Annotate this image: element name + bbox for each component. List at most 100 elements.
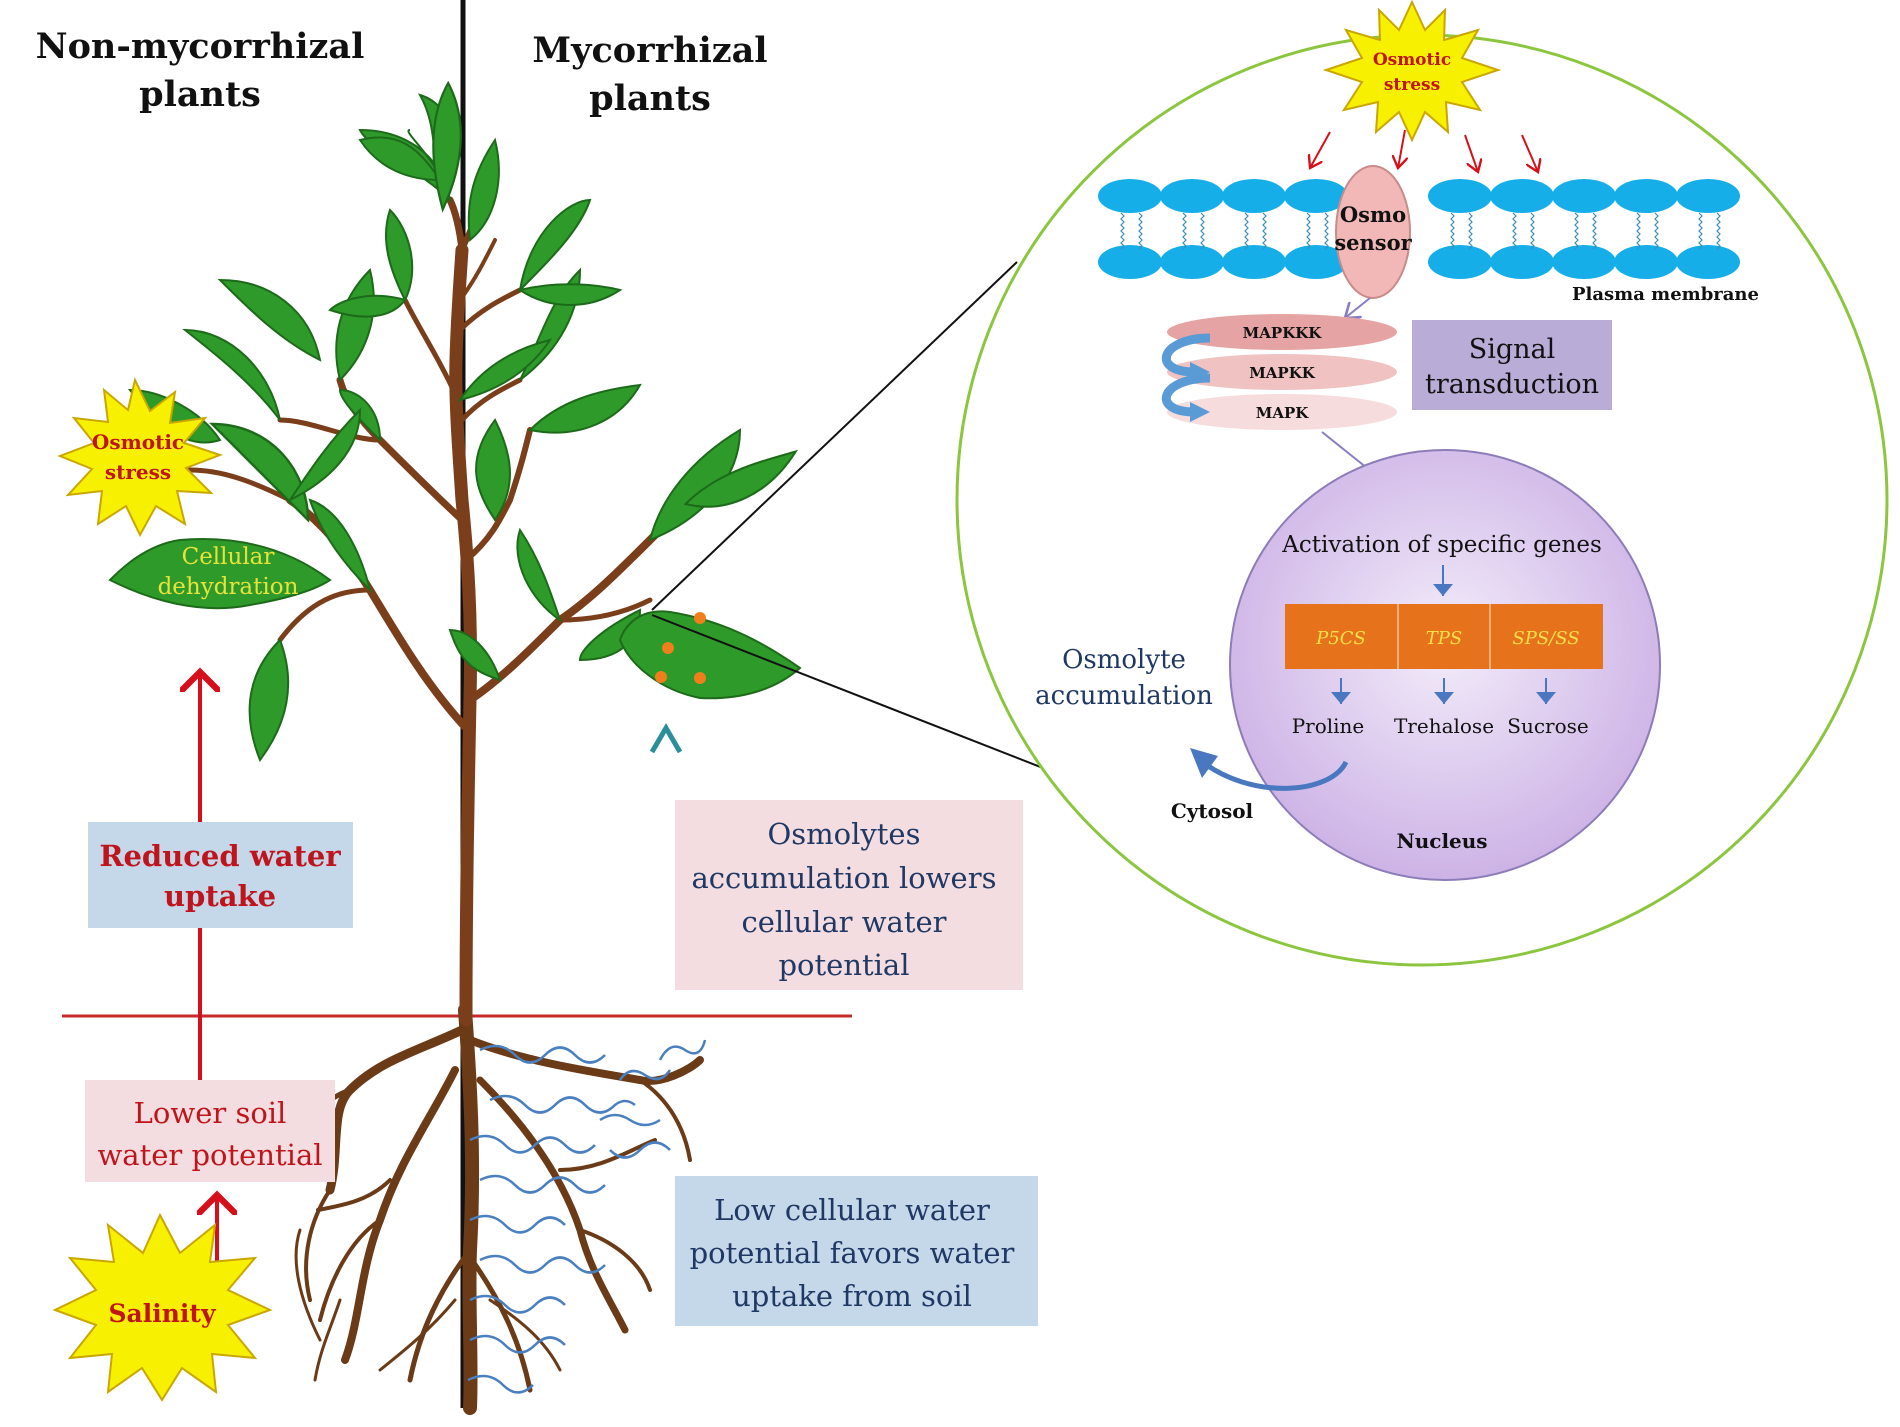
gene-p5cs: P5CS xyxy=(1315,628,1366,649)
lipid-tail xyxy=(1200,212,1205,250)
osmosensor-line1: Osmo xyxy=(1340,202,1406,227)
left-heading-line1: Non-mycorrhizal xyxy=(36,26,365,67)
teal-arrow-head xyxy=(649,723,683,754)
activation-text: Activation of specific genes xyxy=(1281,532,1602,558)
lipid-tail xyxy=(1450,212,1455,250)
osmotic-stress-inset-line2: stress xyxy=(1384,75,1440,95)
stress-arrows xyxy=(1310,129,1538,172)
mapkkk-ellipse xyxy=(1167,314,1397,350)
signal-transduction-box xyxy=(1412,320,1612,410)
osmosensor xyxy=(1335,165,1411,299)
lipid-head xyxy=(1490,179,1554,213)
lipid-tail xyxy=(1530,212,1535,250)
mapk-ellipse xyxy=(1167,394,1397,430)
osmolytes-line4: potential xyxy=(778,948,909,982)
lipid-tail xyxy=(1324,212,1329,250)
lipid-head xyxy=(1676,245,1740,279)
right-heading-line1: Mycorrhizal xyxy=(532,30,767,71)
lipid-head xyxy=(1222,179,1286,213)
lipid-tail xyxy=(1138,212,1143,250)
lipid-tail xyxy=(1716,212,1721,250)
lipid-head xyxy=(1160,179,1224,213)
tree xyxy=(108,80,802,1415)
lipid-tail xyxy=(1574,212,1579,250)
gene-box-p5cs xyxy=(1285,604,1398,669)
leaf-top xyxy=(432,80,462,213)
lipid-tail xyxy=(1262,212,1267,250)
kinase-mapk: MAPK xyxy=(1256,404,1310,422)
cytosol-label: Cytosol xyxy=(1171,799,1254,823)
left-heading-line2: plants xyxy=(139,74,261,115)
osmolytes-line1: Osmolytes xyxy=(768,817,921,851)
mapkk-ellipse xyxy=(1167,354,1397,390)
lipid-tail xyxy=(1306,212,1311,250)
lipid-tail xyxy=(1244,212,1249,250)
lipid-head xyxy=(1098,245,1162,279)
product-trehalose: Trehalose xyxy=(1394,714,1494,738)
osmosensor-line2: sensor xyxy=(1334,230,1412,255)
signal-transduction-line2: transduction xyxy=(1425,369,1599,400)
osmolytes-line3: cellular water xyxy=(741,905,946,939)
cellular-dehydration-line1: Cellular xyxy=(182,544,275,570)
export-arrow xyxy=(1198,758,1349,791)
lipid-tail xyxy=(1592,212,1597,250)
product-proline: Proline xyxy=(1292,714,1365,738)
kinase-mapkk: MAPKK xyxy=(1249,364,1316,382)
lipid-tail xyxy=(1120,212,1125,250)
product-sucrose: Sucrose xyxy=(1507,714,1588,738)
reduced-water-uptake-line1: Reduced water xyxy=(99,839,341,873)
osmotic-stress-star-inset xyxy=(1322,0,1502,143)
osmolyte-dots xyxy=(655,612,706,684)
lipid-tail xyxy=(1182,212,1187,250)
osmolyte-leaf xyxy=(618,610,802,700)
lipid-head xyxy=(1676,179,1740,213)
lipid-tail xyxy=(1698,212,1703,250)
osmotic-stress-left-line2: stress xyxy=(105,460,171,484)
lipid-head xyxy=(1614,245,1678,279)
low-cellular-box xyxy=(675,1176,1038,1326)
lipid-head xyxy=(1490,245,1554,279)
gene-box-tps xyxy=(1398,604,1490,669)
osmolyte-accumulation-line1: Osmolyte xyxy=(1062,645,1186,675)
gene-box-sps xyxy=(1490,604,1603,669)
kinase-mapkkk: MAPKKK xyxy=(1243,324,1323,342)
lipid-head xyxy=(1284,179,1348,213)
lipid-head xyxy=(1160,245,1224,279)
zoom-line-bottom xyxy=(651,614,1113,796)
low-cellular-line2: potential favors water xyxy=(690,1236,1015,1270)
lipid-head xyxy=(1284,245,1348,279)
lipid-head xyxy=(1552,245,1616,279)
osmolytes-line2: accumulation lowers xyxy=(692,861,997,895)
lower-soil-line2: water potential xyxy=(97,1138,322,1172)
lipid-head xyxy=(1428,179,1492,213)
salinity-label: Salinity xyxy=(109,1299,217,1328)
lipid-head xyxy=(1098,179,1162,213)
gene-tps: TPS xyxy=(1426,628,1462,649)
lipid-head xyxy=(1552,179,1616,213)
lipid-tail xyxy=(1654,212,1659,250)
osmotic-stress-left-line1: Osmotic xyxy=(92,430,184,454)
dehydration-leaf xyxy=(108,538,332,610)
zoom-line-top xyxy=(651,261,1018,611)
gene-sps-ss: SPS/SS xyxy=(1512,628,1579,649)
lower-soil-line1: Lower soil xyxy=(134,1096,287,1130)
osmolyte-accumulation-line2: accumulation xyxy=(1035,681,1213,711)
hyphae xyxy=(467,1039,707,1394)
right-heading-line2: plants xyxy=(589,78,711,119)
cellular-dehydration-line2: dehydration xyxy=(158,574,299,600)
lipid-tail xyxy=(1636,212,1641,250)
lipid-head xyxy=(1614,179,1678,213)
reduced-water-uptake-box xyxy=(88,822,353,928)
osmolytes-box xyxy=(675,800,1023,990)
lipid-head xyxy=(1222,245,1286,279)
low-cellular-line1: Low cellular water xyxy=(714,1193,990,1227)
reduced-water-uptake-line2: uptake xyxy=(164,879,276,913)
signal-transduction-line1: Signal xyxy=(1469,334,1556,365)
plasma-membrane-label: Plasma membrane xyxy=(1572,284,1759,305)
plasma-membrane-bilayer xyxy=(1098,179,1740,279)
lipid-tail xyxy=(1468,212,1473,250)
nucleus-label: Nucleus xyxy=(1396,829,1487,853)
lipid-head xyxy=(1428,245,1492,279)
lower-soil-box xyxy=(85,1080,335,1182)
roots xyxy=(277,1003,704,1415)
